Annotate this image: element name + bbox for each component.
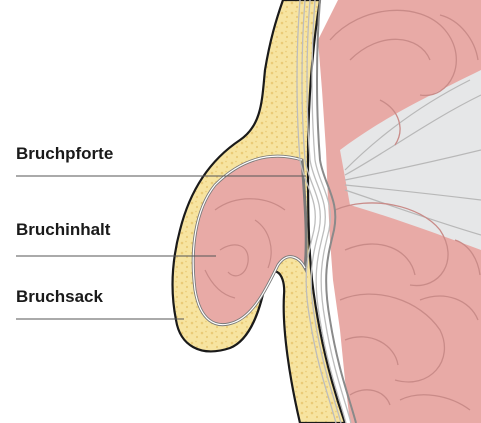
intestine-mass xyxy=(318,0,481,423)
label-bruchpforte: Bruchpforte xyxy=(16,144,113,164)
label-bruchinhalt: Bruchinhalt xyxy=(16,220,110,240)
label-bruchsack: Bruchsack xyxy=(16,287,103,307)
abdominal-wall xyxy=(173,0,345,423)
